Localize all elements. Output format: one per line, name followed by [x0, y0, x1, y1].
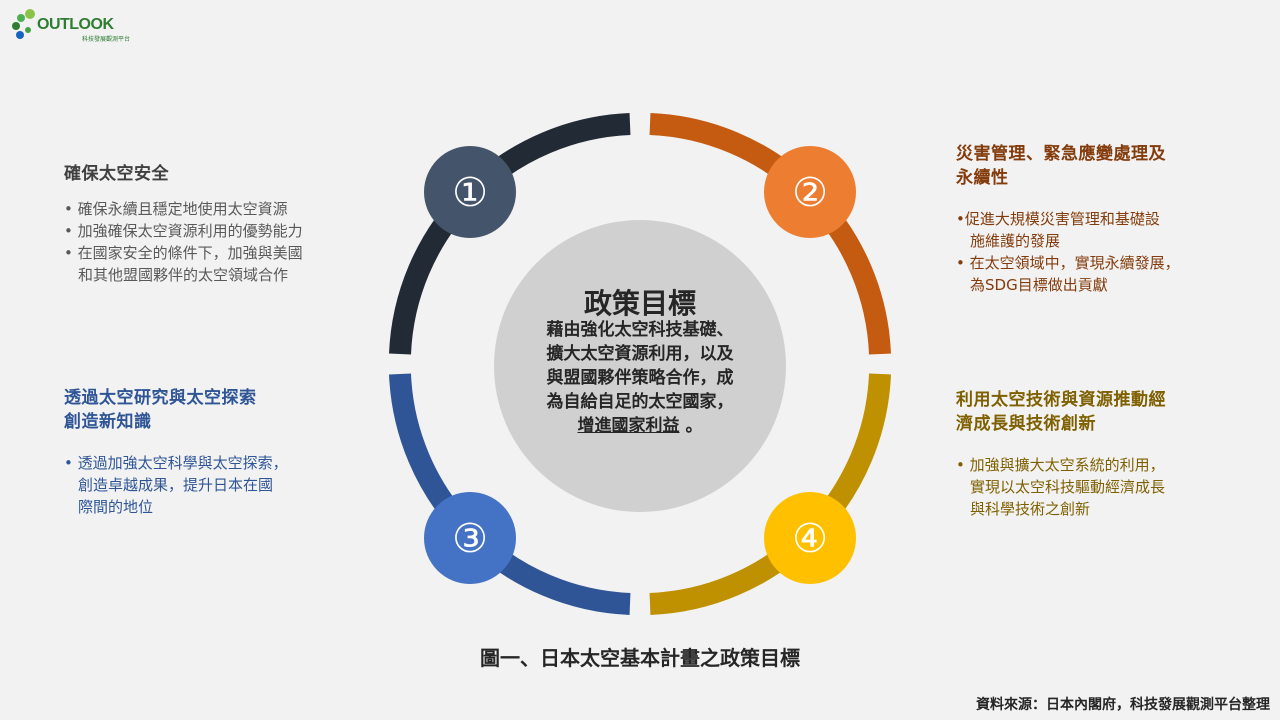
bullet-text: 實現以太空科技驅動經濟成長: [970, 478, 1166, 496]
node-2-number: ②: [792, 170, 828, 216]
node-4: ④: [764, 492, 856, 584]
bullet-item: • 在國家安全的條件下，加強與美國和其他盟國夥伴的太空領域合作: [64, 242, 384, 286]
center-line-3: 與盟國夥伴策略合作，成: [546, 368, 734, 388]
bullet-text: 際間的地位: [78, 498, 154, 516]
bullet-text: • 加強與擴大太空系統的利用，: [956, 456, 1165, 474]
bullet-text: •促進大規模災害管理和基礎設: [956, 210, 1160, 228]
bullet-text: • 加強確保太空資源利用的優勢能力: [64, 222, 303, 240]
center-highlight: 增進國家利益: [577, 416, 680, 436]
bullet-text: • 在太空領域中，實現永續發展，: [956, 254, 1180, 272]
bullet-item: • 確保永續且穩定地使用太空資源: [64, 198, 384, 220]
logo-dots-icon: [12, 9, 35, 39]
quadrant-4-title-line: 利用太空技術與資源推動經: [956, 390, 1166, 410]
center-line-2: 擴大太空資源利用，以及: [546, 344, 734, 364]
quadrant-3-title-line: 透過太空研究與太空探索: [64, 388, 257, 408]
bullet-item: •促進大規模災害管理和基礎設施維護的發展: [956, 208, 1236, 252]
figure-caption: 圖一、日本太空基本計畫之政策目標: [480, 646, 800, 670]
outlook-logo: OUTLOOK 科技發展觀測平台: [10, 8, 130, 46]
quadrant-2-title-line: 永續性: [956, 168, 1009, 188]
bullet-text: 創造卓越成果，提升日本在國: [78, 476, 274, 494]
logo-text: OUTLOOK: [37, 16, 114, 33]
center-end-punct: 。: [685, 416, 703, 436]
center-line-4: 為自給自足的太空國家，: [546, 392, 734, 412]
bullet-text: • 在國家安全的條件下，加強與美國: [64, 244, 303, 262]
quadrant-1-block: 確保太空安全 • 確保永續且穩定地使用太空資源 • 加強確保太空資源利用的優勢能…: [64, 162, 384, 286]
bullet-text: 為SDG目標做出貢獻: [970, 276, 1108, 294]
quadrant-4-bullets: • 加強與擴大太空系統的利用， 實現以太空科技驅動經濟成長與科學技術之創新: [956, 454, 1236, 520]
quadrant-2-title-line: 災害管理、緊急應變處理及: [956, 144, 1166, 164]
bullet-item: • 透過加強太空科學與太空探索， 創造卓越成果，提升日本在國際間的地位: [64, 452, 364, 518]
quadrant-4-block: 利用太空技術與資源推動經 濟成長與技術創新 • 加強與擴大太空系統的利用， 實現以…: [956, 388, 1236, 520]
center-title: 政策目標: [583, 287, 696, 320]
node-1-number: ①: [452, 170, 488, 216]
bullet-text: • 確保永續且穩定地使用太空資源: [64, 200, 288, 218]
quadrant-1-title-line: 確保太空安全: [64, 164, 169, 184]
bullet-text: 施維護的發展: [970, 232, 1061, 250]
quadrant-3-bullets: • 透過加強太空科學與太空探索， 創造卓越成果，提升日本在國際間的地位: [64, 452, 364, 518]
logo-subtitle: 科技發展觀測平台: [82, 37, 131, 43]
bullet-text: 與科學技術之創新: [970, 500, 1091, 518]
center-circle: [494, 220, 786, 512]
quadrant-3-block: 透過太空研究與太空探索 創造新知識 • 透過加強太空科學與太空探索， 創造卓越成果…: [64, 386, 364, 518]
quadrant-3-title-line: 創造新知識: [64, 412, 152, 432]
node-3-number: ③: [452, 516, 488, 562]
source-note: 資料來源：日本內閣府，科技發展觀測平台整理: [976, 697, 1270, 713]
quadrant-2-block: 災害管理、緊急應變處理及 永續性 •促進大規模災害管理和基礎設施維護的發展 • …: [956, 142, 1236, 296]
quadrant-1-title: 確保太空安全: [64, 162, 384, 186]
bullet-item: • 加強確保太空資源利用的優勢能力: [64, 220, 384, 242]
quadrant-1-bullets: • 確保永續且穩定地使用太空資源 • 加強確保太空資源利用的優勢能力 • 在國家…: [64, 198, 384, 286]
node-4-number: ④: [792, 516, 828, 562]
node-1: ①: [424, 146, 516, 238]
quadrant-2-title: 災害管理、緊急應變處理及 永續性: [956, 142, 1236, 190]
quadrant-4-title: 利用太空技術與資源推動經 濟成長與技術創新: [956, 388, 1236, 436]
bullet-item: • 在太空領域中，實現永續發展， 為SDG目標做出貢獻: [956, 252, 1236, 296]
node-3: ③: [424, 492, 516, 584]
quadrant-3-title: 透過太空研究與太空探索 創造新知識: [64, 386, 364, 434]
bullet-text: • 透過加強太空科學與太空探索，: [64, 454, 288, 472]
center-line-1: 藉由強化太空科技基礎、: [546, 320, 734, 340]
quadrant-4-title-line: 濟成長與技術創新: [956, 414, 1096, 434]
bullet-text: 和其他盟國夥伴的太空領域合作: [78, 266, 289, 284]
center-description: 藉由強化太空科技基礎、 擴大太空資源利用，以及 與盟國夥伴策略合作，成 為自給自…: [522, 318, 758, 438]
bullet-item: • 加強與擴大太空系統的利用， 實現以太空科技驅動經濟成長與科學技術之創新: [956, 454, 1236, 520]
node-2: ②: [764, 146, 856, 238]
quadrant-2-bullets: •促進大規模災害管理和基礎設施維護的發展 • 在太空領域中，實現永續發展， 為SD…: [956, 208, 1236, 296]
